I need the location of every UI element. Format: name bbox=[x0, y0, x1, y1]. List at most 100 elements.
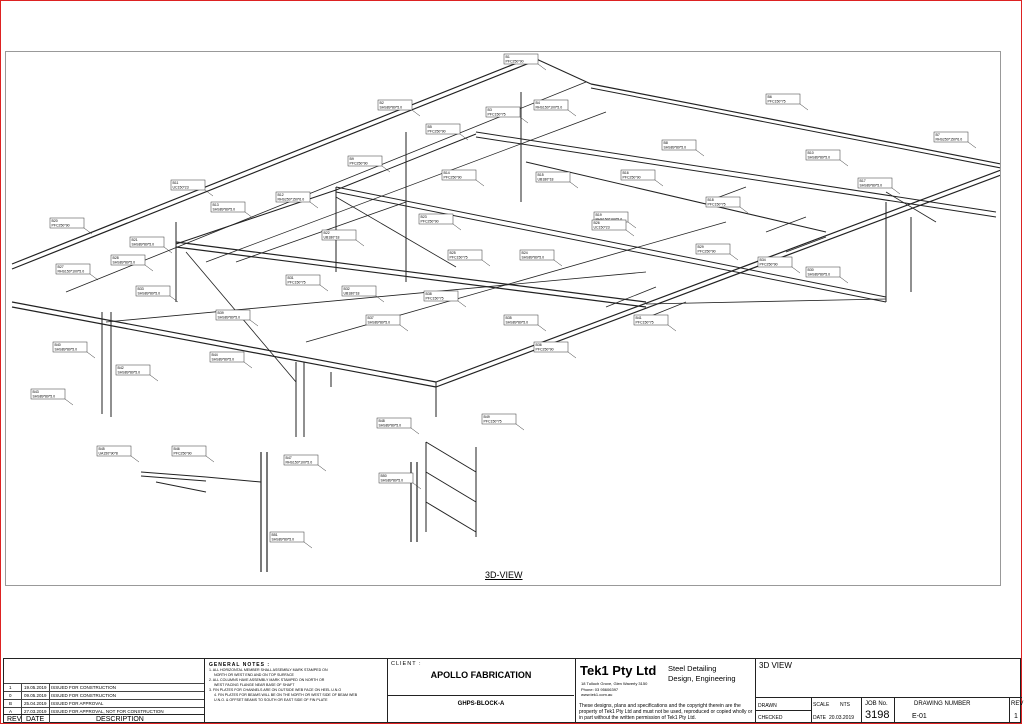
member-mark: B24 bbox=[522, 251, 528, 255]
member-mark: B18 bbox=[708, 198, 714, 202]
rev-header: REV bbox=[7, 716, 22, 723]
member-mark: B48 bbox=[379, 419, 385, 423]
member-mark: B31 bbox=[288, 276, 294, 280]
member-section: SHS89*89*5.0 bbox=[113, 261, 136, 265]
company-services: Steel Detailing Design, Engineering bbox=[668, 664, 736, 683]
member-section: PFC250*90 bbox=[536, 348, 554, 352]
member-section: PFC150*75 bbox=[288, 281, 306, 285]
drawing-number-label: DRAWING NUMBER bbox=[914, 701, 971, 707]
member-section: SHS89*89*5.0 bbox=[213, 208, 236, 212]
member-mark: B39 bbox=[218, 311, 224, 315]
copyright-notice: These designs, plans and specifications … bbox=[579, 703, 753, 721]
member-mark: B1 bbox=[506, 55, 510, 59]
drawing-title: GHPS-BLOCK-A bbox=[457, 701, 505, 707]
member-section: RHS250*150*6.0 bbox=[278, 198, 305, 202]
member-section: PFC150*75 bbox=[708, 203, 726, 207]
member-mark: B43 bbox=[33, 390, 39, 394]
member-section: PFC250*90 bbox=[506, 60, 524, 64]
member-section: SHS89*89*5.0 bbox=[381, 479, 404, 483]
client-block: CLIENT : APOLLO FABRICATION GHPS-BLOCK-A bbox=[387, 659, 575, 723]
note-line: U.N.O. & OFFSET BEAMS TO SOUTH OR EAST S… bbox=[214, 698, 328, 702]
member-mark: B8 bbox=[664, 141, 668, 145]
member-mark: B9 bbox=[350, 157, 354, 161]
job-label: JOB No. bbox=[865, 701, 888, 707]
member-section: RHS150*100*5.0 bbox=[286, 461, 313, 465]
member-mark: B26 bbox=[594, 221, 600, 225]
member-section: SHS89*89*5.0 bbox=[379, 424, 402, 428]
date-value: 20.03.2019 bbox=[829, 715, 855, 721]
member-section: SHS89*89*5.0 bbox=[808, 156, 831, 160]
member-section: SHS89*89*5.0 bbox=[380, 106, 403, 110]
member-mark: B14 bbox=[444, 171, 450, 175]
revision-table-header: REV DATE DESCRIPTION bbox=[4, 714, 204, 724]
member-section: PFC250*90 bbox=[350, 162, 368, 166]
member-mark: B3 bbox=[488, 108, 492, 112]
member-mark: B37 bbox=[368, 316, 374, 320]
rev-number: 1 bbox=[1014, 713, 1018, 720]
member-section: RHS150*100*5.0 bbox=[536, 106, 563, 110]
note-line: 4. FIN PLATES FOR BEAMS WILL BE ON THE N… bbox=[214, 693, 358, 697]
member-section: PFC250*90 bbox=[421, 220, 439, 224]
member-mark: B29 bbox=[698, 245, 704, 249]
member-section: PFC150*75 bbox=[488, 113, 506, 117]
member-mark: B5 bbox=[428, 125, 432, 129]
member-section: SHS89*89*5.0 bbox=[132, 243, 155, 247]
member-section: UB180*18 bbox=[538, 178, 554, 182]
note-line: WEST FACING FLANGE NEAR BASE OF SHAFT bbox=[214, 683, 295, 687]
member-section: SHS89*89*5.0 bbox=[218, 316, 241, 320]
member-section: RHS150*100*5.0 bbox=[596, 218, 623, 222]
company-name: Tek1 Pty Ltd bbox=[580, 663, 657, 678]
member-section: PFC250*90 bbox=[760, 263, 778, 267]
member-mark: B19 bbox=[596, 213, 602, 217]
member-mark: B35 bbox=[506, 316, 512, 320]
member-section: SHS89*89*5.0 bbox=[55, 348, 78, 352]
sheet-view-name: 3D VIEW bbox=[759, 661, 792, 670]
member-mark: B28 bbox=[113, 256, 119, 260]
member-mark: B49 bbox=[484, 415, 490, 419]
description-header: DESCRIPTION bbox=[96, 716, 144, 723]
member-section: SHS89*89*5.0 bbox=[33, 395, 56, 399]
member-section: PFC150*75 bbox=[426, 297, 444, 301]
member-mark: B34 bbox=[760, 258, 766, 262]
member-section: SHS89*89*5.0 bbox=[272, 538, 295, 542]
member-mark: B46 bbox=[174, 447, 180, 451]
member-section: RHS250*150*6.0 bbox=[936, 138, 963, 142]
member-section: UA150*90*8 bbox=[99, 452, 118, 456]
